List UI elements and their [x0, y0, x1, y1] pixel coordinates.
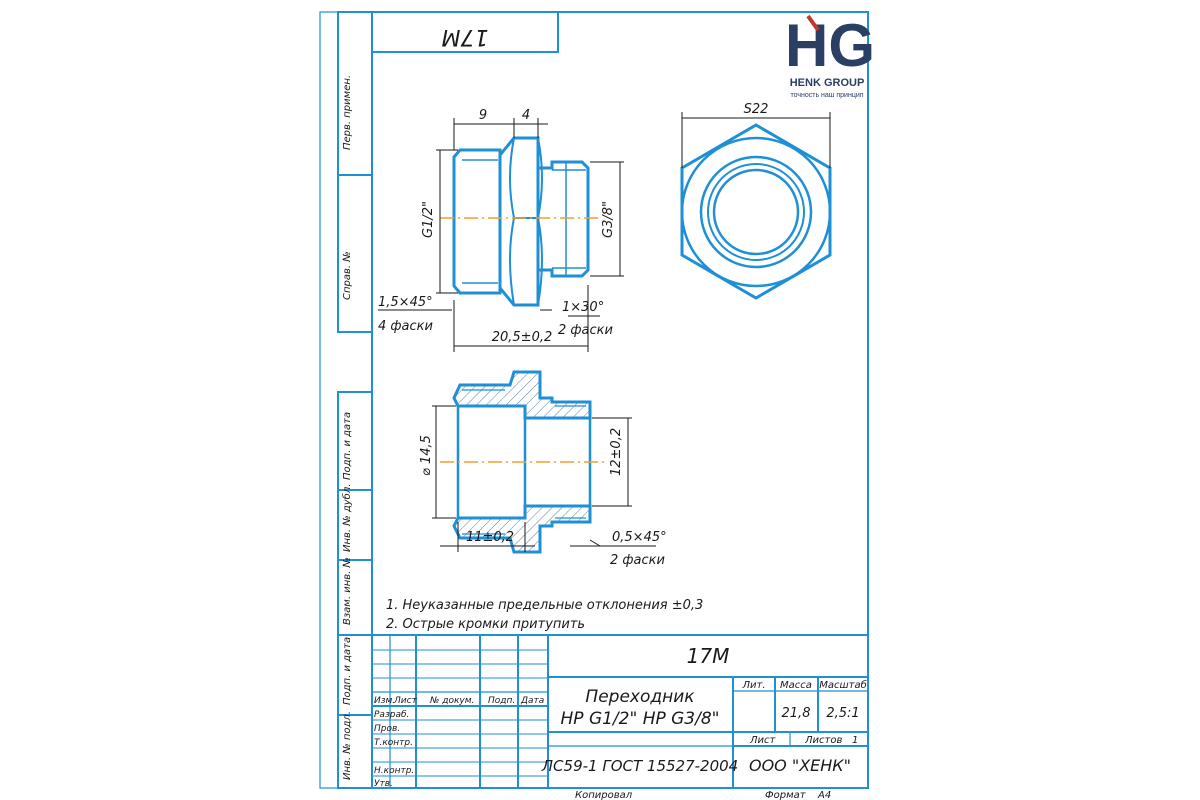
- tb-col-dokum: № докум.: [429, 696, 474, 706]
- side-view-dimensions: [378, 118, 624, 352]
- note-2: 2. Острые кромки притупить: [386, 617, 585, 632]
- sheet-frame: [319, 11, 869, 789]
- side-view-dim-text: 9 4 G1/2" G3/8" 1,5×45° 4 фаски 1×30° 20…: [378, 108, 616, 345]
- tb-mass-value: 21,8: [782, 706, 811, 721]
- tb-col-izm: Изм.: [374, 696, 395, 706]
- sheet-footer: Копировал Формат А4: [575, 790, 831, 800]
- tb-name-line2: НР G1/2" НР G3/8": [561, 709, 720, 729]
- label-inv-dubl: Инв. № дубл.: [341, 484, 353, 552]
- tb-designation: 17М: [687, 644, 730, 668]
- tb-company: ООО "ХЕНК": [749, 756, 851, 775]
- dim-9: 9: [479, 108, 487, 123]
- dim-chamfer-05: 0,5×45°: [612, 530, 667, 545]
- label-podp-data-2: Подп. и дата: [342, 637, 353, 705]
- tb-listov-value: 1: [852, 735, 858, 746]
- logo-slogan: точность наш принцип: [790, 92, 863, 99]
- technical-notes: 1. Неуказанные предельные отклонения ±0,…: [386, 598, 703, 632]
- dim-chamfer-130: 1×30°: [562, 300, 604, 315]
- henk-group-logo: HG HENK GROUP точность наш принцип: [785, 12, 875, 99]
- logo-company: HENK GROUP: [790, 77, 865, 89]
- tb-row-utv: Утв.: [374, 779, 393, 789]
- section-view-dimensions: [432, 405, 656, 552]
- top-stamp: 17М: [441, 24, 488, 49]
- hex-view: [680, 123, 832, 300]
- dim-g38: G3/8": [601, 201, 616, 238]
- section-view-dim-text: ⌀ 14,5 12±0,2 11±0,2 0,5×45° 2 фаски: [419, 428, 667, 568]
- dim-chamfer-15: 1,5×45°: [378, 295, 433, 310]
- label-perv-primen: Перв. примен.: [342, 75, 353, 150]
- tb-lit: Лит.: [741, 680, 765, 691]
- tb-row-nkontr: Н.контр.: [374, 766, 414, 776]
- tb-listov: Листов: [804, 735, 842, 746]
- tb-col-data: Дата: [520, 696, 544, 706]
- title-block-text: 17М Переходник НР G1/2" НР G3/8" ЛС59-1 …: [374, 644, 867, 789]
- dim-4: 4: [522, 108, 530, 123]
- tb-col-list: Лист: [393, 696, 418, 706]
- dim-dia-145: ⌀ 14,5: [419, 435, 434, 476]
- footer-format: Формат: [765, 790, 807, 800]
- side-view: [452, 136, 590, 307]
- tb-massa: Масса: [780, 680, 812, 691]
- dim-chamfer-2: 2 фаски: [558, 323, 613, 338]
- dim-chamfer-4: 4 фаски: [378, 319, 433, 334]
- label-podp-data-1: Подп. и дата: [342, 412, 353, 480]
- dim-len-11: 11±0,2: [466, 530, 514, 545]
- title-block-lines: [372, 634, 868, 788]
- footer-kopiroval: Копировал: [575, 790, 633, 800]
- tb-scale-value: 2,5:1: [826, 706, 859, 721]
- label-sprav-no: Справ. №: [342, 251, 353, 300]
- label-vzam-inv: Взам. инв. №: [342, 557, 353, 625]
- side-labels: Перв. примен. Справ. № Подп. и дата Инв.…: [341, 75, 353, 780]
- tb-masshtab: Масштаб: [819, 679, 867, 691]
- dim-g12: G1/2": [421, 201, 436, 238]
- dim-len-205: 20,5±0,2: [492, 330, 553, 345]
- footer-format-value: А4: [817, 790, 831, 800]
- tb-material: ЛС59-1 ГОСТ 15527-2004: [541, 757, 738, 775]
- dim-dia-12: 12±0,2: [609, 428, 624, 476]
- logo-letters: HG: [785, 12, 875, 79]
- tb-col-podp: Подп.: [488, 696, 515, 706]
- tb-list: Лист: [749, 735, 777, 746]
- dim-s22: S22: [744, 102, 769, 117]
- tb-row-razrab: Разраб.: [374, 710, 409, 720]
- hex-view-dimension: [681, 112, 831, 168]
- note-1: 1. Неуказанные предельные отклонения ±0,…: [386, 598, 703, 613]
- tb-row-tkontr: Т.контр.: [374, 738, 413, 748]
- tb-row-prov: Пров.: [374, 724, 400, 734]
- tb-name-line1: Переходник: [585, 687, 695, 707]
- label-inv-podl: Инв. № подл.: [342, 711, 353, 780]
- dim-chamfer-2b: 2 фаски: [610, 553, 665, 568]
